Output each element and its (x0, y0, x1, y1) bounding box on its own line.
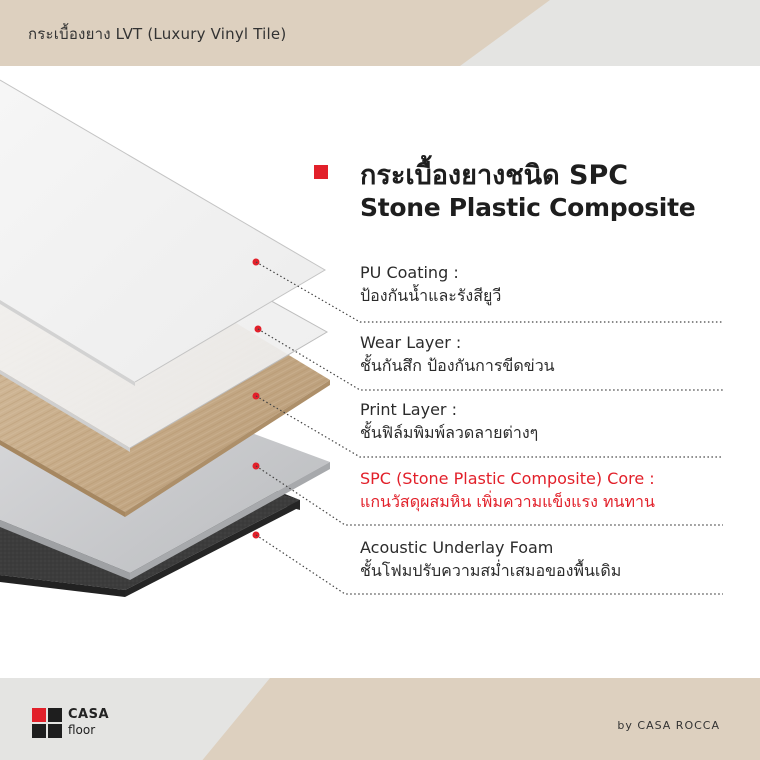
layer-label-print-layer: Print Layer : ชั้นฟิล์มพิมพ์ลวดลายต่างๆ (360, 399, 538, 445)
layer-pointers (252, 258, 723, 595)
logo-wordmark-floor: floor (68, 723, 96, 737)
layer-label-spc-core: SPC (Stone Plastic Composite) Core : แกน… (360, 468, 655, 514)
pu-coating-layer (0, 79, 326, 386)
heading-marker (314, 165, 328, 179)
layer-name: Acoustic Underlay Foam (360, 538, 554, 557)
layer-name: PU Coating : (360, 263, 459, 282)
layer-description: ชั้นโฟมปรับความสม่ำเสมอของพื้นเดิม (360, 561, 622, 580)
page-title: กระเบื้องยาง LVT (Luxury Vinyl Tile) (28, 25, 287, 43)
layer-description: ชั้นกันสึก ป้องกันการขีดข่วน (360, 356, 555, 375)
layer-description: ป้องกันน้ำและรังสียูวี (360, 286, 502, 305)
layer-label-acoustic-foam: Acoustic Underlay Foam ชั้นโฟมปรับความสม… (360, 537, 621, 583)
layer-description: ชั้นฟิล์มพิมพ์ลวดลายต่างๆ (360, 423, 539, 442)
layer-stack-illustration (0, 79, 723, 597)
logo-squares-icon (32, 708, 62, 738)
brand-byline: by CASA ROCCA (617, 719, 720, 732)
layer-name: SPC (Stone Plastic Composite) Core : (360, 469, 655, 488)
logo-wordmark-casa: CASA (68, 707, 110, 722)
casa-floor-logo: CASA floor (32, 707, 122, 742)
heading-english: Stone Plastic Composite (360, 193, 696, 222)
layer-description: แกนวัสดุผสมหิน เพิ่มความแข็งแรง ทนทาน (360, 492, 655, 511)
layer-label-wear-layer: Wear Layer : ชั้นกันสึก ป้องกันการขีดข่ว… (360, 332, 555, 378)
heading-thai: กระเบื้องยางชนิด SPC (360, 160, 629, 191)
layer-name: Wear Layer : (360, 333, 462, 352)
layer-label-pu-coating: PU Coating : ป้องกันน้ำและรังสียูวี (360, 262, 501, 308)
layer-name: Print Layer : (360, 400, 457, 419)
